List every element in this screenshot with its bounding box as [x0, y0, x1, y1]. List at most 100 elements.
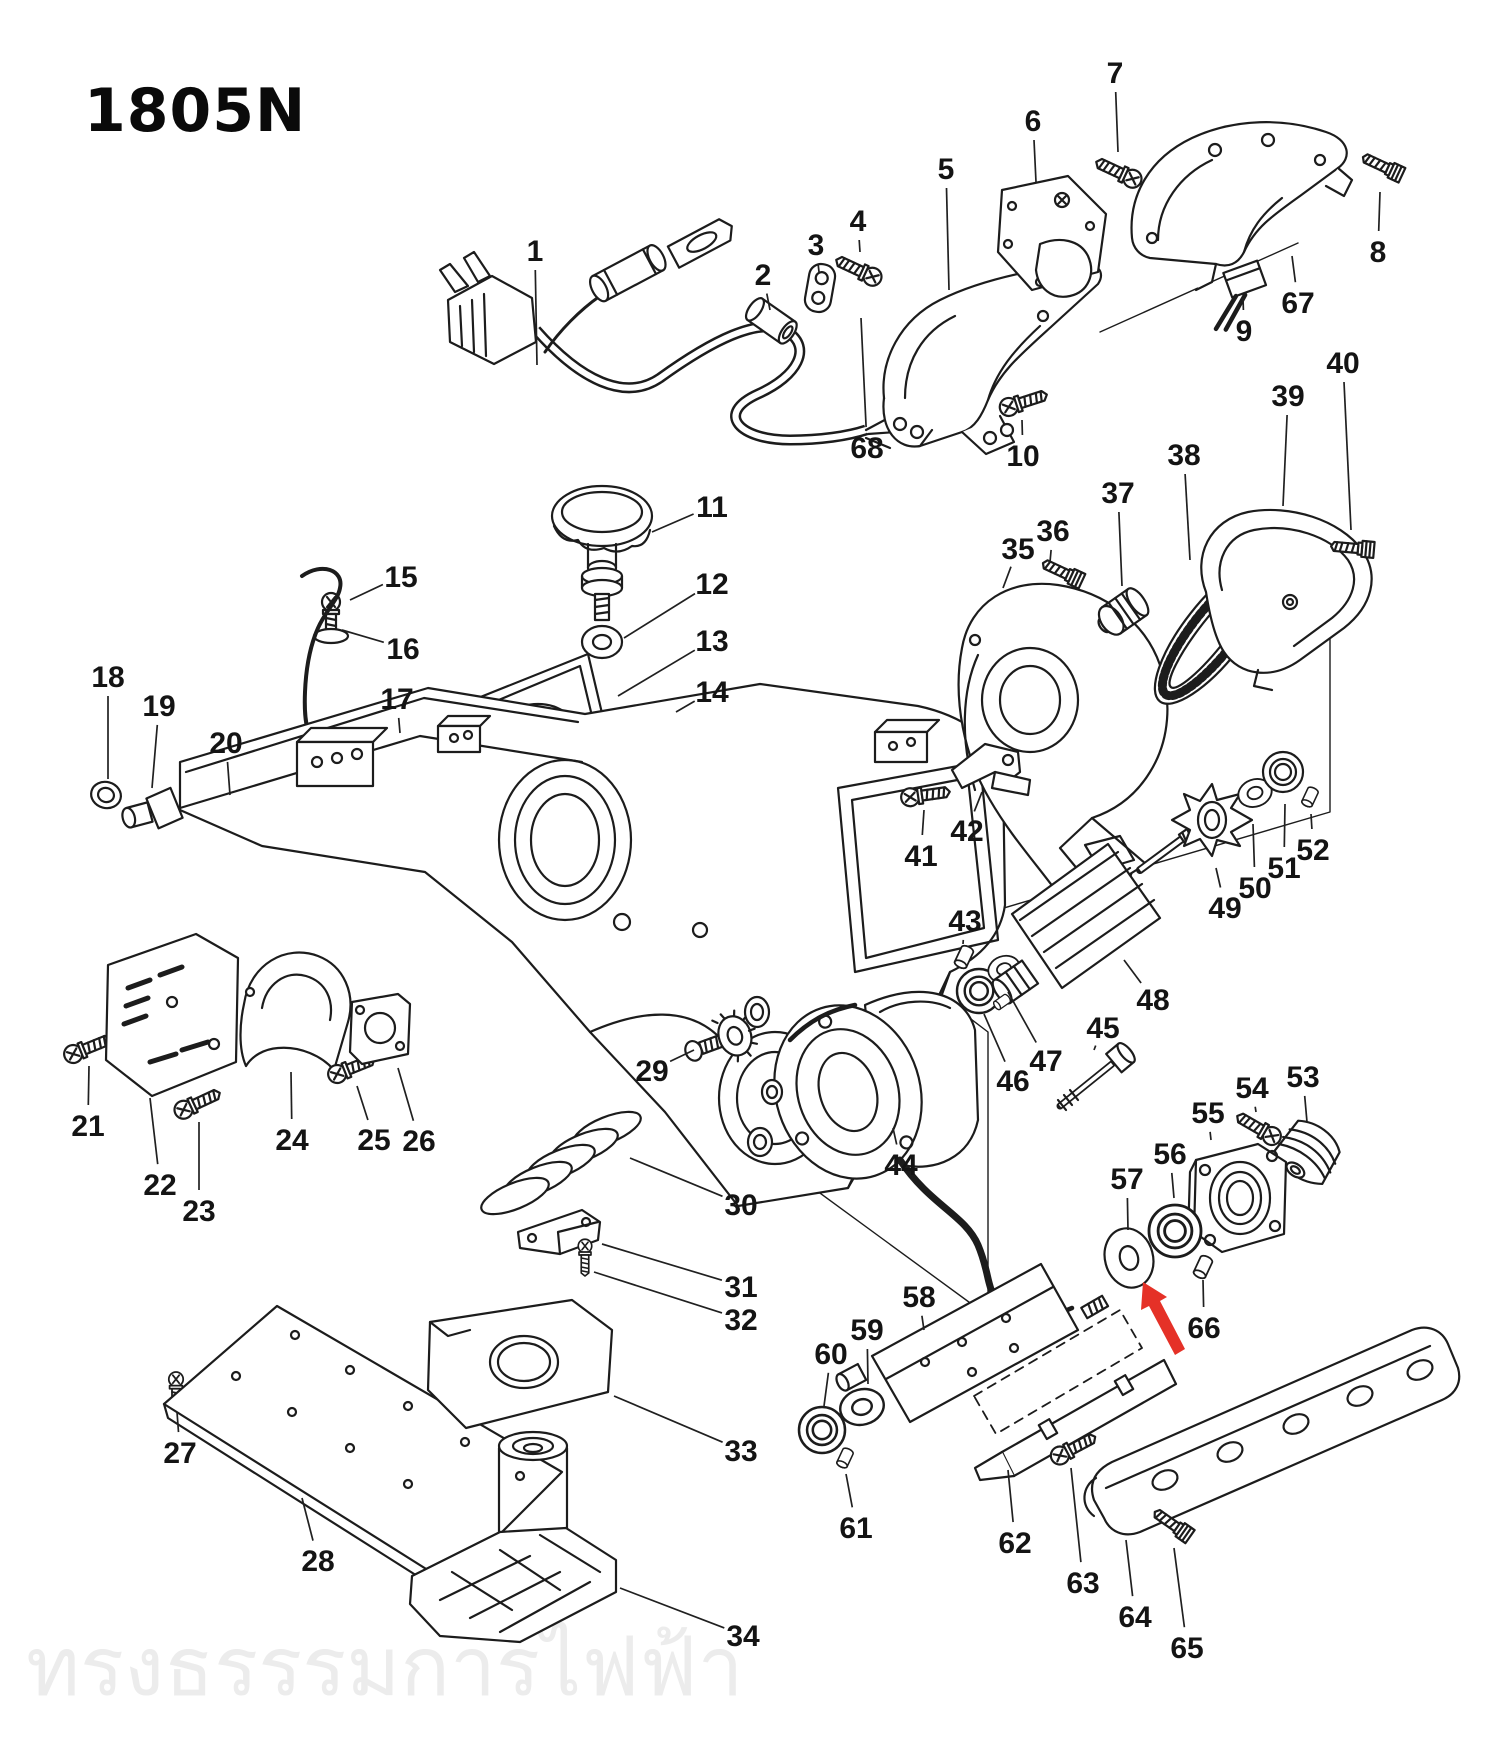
watermark-text: ทรงธรรรมการไฟฟ้า — [26, 1620, 744, 1715]
part-label-47: 47 — [1029, 1045, 1062, 1078]
leader-line-21 — [87, 1065, 90, 1106]
part-label-13: 13 — [695, 625, 728, 658]
part-label-21: 21 — [71, 1110, 104, 1143]
part-label-5: 5 — [938, 153, 955, 186]
part-label-8: 8 — [1370, 236, 1387, 269]
leader-line-42 — [973, 791, 983, 812]
part-label-30: 30 — [724, 1189, 757, 1222]
part-label-16: 16 — [386, 633, 419, 666]
part-62-blade-holder — [973, 1309, 1178, 1482]
part-label-48: 48 — [1136, 984, 1169, 1017]
part-label-56: 56 — [1153, 1138, 1186, 1171]
leader-line-25 — [356, 1085, 369, 1121]
part-label-26: 26 — [402, 1125, 435, 1158]
leader-line-58 — [921, 1315, 925, 1331]
part-45-through-bolt — [1056, 1042, 1136, 1112]
part-label-43: 43 — [948, 905, 981, 938]
part-label-57: 57 — [1110, 1163, 1143, 1196]
part-34-front-base — [408, 1430, 618, 1644]
leader-line-68 — [860, 317, 867, 428]
part-label-54: 54 — [1235, 1072, 1269, 1105]
leader-line-66 — [1202, 1279, 1205, 1308]
leader-line-56 — [1170, 1172, 1175, 1199]
leader-line-67 — [1291, 255, 1297, 283]
part-66-pin — [1191, 1253, 1215, 1281]
leader-line-54 — [1254, 1106, 1257, 1113]
part-19-brush-holder — [121, 786, 184, 830]
part-10-screw — [996, 384, 1051, 420]
part-15-screw — [312, 591, 350, 645]
part-1-power-cord — [438, 218, 898, 450]
leader-line-47 — [1007, 991, 1037, 1043]
leader-line-5 — [945, 187, 950, 291]
leader-line-29 — [669, 1049, 695, 1063]
part-label-19: 19 — [142, 690, 175, 723]
part-8-screw — [1358, 148, 1407, 184]
part-label-42: 42 — [950, 815, 983, 848]
part-64-drum-cover-plate — [1083, 1326, 1461, 1536]
part-label-58: 58 — [902, 1281, 935, 1314]
leader-line-53 — [1303, 1095, 1308, 1123]
leader-line-3 — [817, 263, 820, 273]
leader-line-63 — [1070, 1467, 1082, 1563]
part-label-32: 32 — [724, 1304, 757, 1337]
leader-line-13 — [617, 649, 696, 697]
part-label-9: 9 — [1236, 315, 1253, 348]
leader-line-60 — [823, 1372, 830, 1407]
leader-line-1 — [534, 269, 538, 366]
leader-line-19 — [151, 724, 159, 789]
part-label-20: 20 — [209, 727, 242, 760]
leader-line-50 — [1252, 823, 1256, 868]
leader-line-57 — [1126, 1197, 1129, 1231]
part-label-45: 45 — [1086, 1012, 1119, 1045]
leader-line-24 — [290, 1071, 293, 1120]
part-label-50: 50 — [1238, 872, 1271, 905]
part-33-front-sole-plate — [426, 1298, 614, 1430]
part-44-motor-field — [743, 990, 1075, 1329]
part-label-7: 7 — [1107, 57, 1124, 90]
part-label-34: 34 — [726, 1620, 760, 1653]
part-2-cord-sleeve — [744, 297, 798, 345]
part-label-17: 17 — [380, 683, 413, 716]
highlight-arrow — [1141, 1282, 1185, 1355]
part-30-compression-spring — [480, 1110, 642, 1216]
leader-line-64 — [1125, 1539, 1134, 1597]
leader-line-36 — [1049, 549, 1052, 563]
leader-line-49 — [1215, 867, 1222, 888]
model-title: 1805N — [84, 76, 307, 146]
part-22-side-cover — [104, 932, 240, 1098]
leader-line-48 — [1123, 959, 1142, 984]
part-label-46: 46 — [996, 1065, 1029, 1098]
leader-line-15 — [349, 583, 384, 601]
leader-line-14 — [675, 700, 696, 713]
part-54-screw — [1231, 1107, 1286, 1150]
part-56-bearing — [1147, 1203, 1203, 1259]
part-label-36: 36 — [1036, 515, 1069, 548]
part-label-51: 51 — [1267, 852, 1300, 885]
part-26-gasket — [348, 992, 412, 1066]
leader-line-6 — [1033, 139, 1037, 183]
part-label-15: 15 — [384, 561, 417, 594]
part-label-12: 12 — [695, 568, 728, 601]
part-7-screw — [1091, 152, 1146, 192]
leader-line-41 — [921, 809, 925, 836]
part-51-bearing — [1261, 750, 1305, 794]
part-label-18: 18 — [91, 661, 124, 694]
part-label-64: 64 — [1118, 1601, 1152, 1634]
part-label-31: 31 — [724, 1271, 757, 1304]
leader-line-32 — [593, 1271, 723, 1314]
part-label-35: 35 — [1001, 533, 1034, 566]
leader-line-2 — [765, 293, 771, 311]
part-label-3: 3 — [808, 229, 825, 262]
part-label-49: 49 — [1208, 892, 1241, 925]
leader-line-27 — [176, 1411, 180, 1433]
leader-line-46 — [983, 1013, 1006, 1063]
part-label-61: 61 — [839, 1512, 872, 1545]
part-23-screw — [170, 1083, 225, 1123]
part-label-23: 23 — [182, 1195, 215, 1228]
part-label-40: 40 — [1326, 347, 1359, 380]
part-39-belt-cover — [1200, 508, 1373, 692]
leader-line-33 — [613, 1395, 723, 1443]
